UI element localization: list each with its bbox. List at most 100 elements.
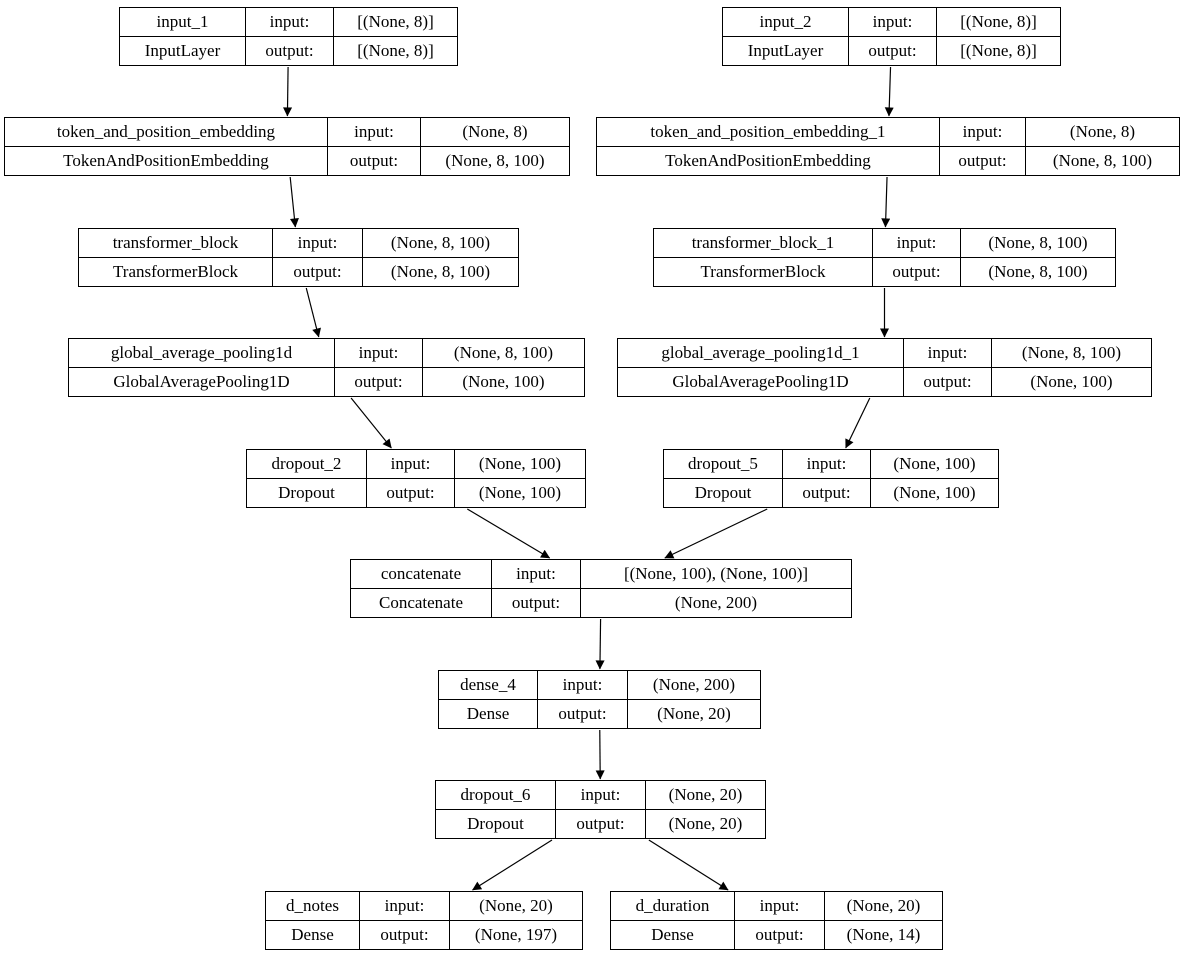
output-shape: (None, 8, 100) [420, 146, 569, 175]
output-shape: (None, 8, 100) [960, 257, 1115, 286]
output-shape: (None, 197) [449, 920, 582, 949]
input-shape: (None, 8, 100) [422, 339, 584, 367]
layer-node-input-2: input_2 input: [(None, 8)] InputLayer ou… [722, 7, 1061, 66]
output-shape: (None, 8, 100) [1025, 146, 1179, 175]
layer-node-dropout-2: dropout_2 input: (None, 100) Dropout out… [246, 449, 586, 508]
output-shape: (None, 100) [991, 367, 1151, 396]
output-shape: (None, 8, 100) [362, 257, 518, 286]
layer-name: input_1 [156, 12, 209, 31]
edge-arrow [881, 176, 891, 228]
layer-node-d-notes: d_notes input: (None, 20) Dense output: … [265, 891, 583, 950]
layer-node-token-and-position-embedding: token_and_position_embedding input: (Non… [4, 117, 570, 176]
output-shape: (None, 20) [645, 809, 765, 838]
layer-class: GlobalAveragePooling1D [618, 367, 903, 396]
input-label: input: [848, 8, 936, 36]
layer-name: input_2 [759, 12, 812, 31]
input-shape: [(None, 8)] [333, 8, 457, 36]
layer-name: dense_4 [460, 675, 516, 694]
layer-name: transformer_block_1 [691, 233, 835, 252]
layer-name: d_duration [635, 896, 710, 915]
output-label: output: [734, 920, 824, 949]
input-label: input: [939, 118, 1025, 146]
input-shape: (None, 100) [870, 450, 998, 478]
layer-node-input-1: input_1 input: [(None, 8)] InputLayer ou… [119, 7, 458, 66]
layer-class: InputLayer [120, 36, 245, 65]
input-label: input: [359, 892, 449, 920]
layer-name: concatenate [380, 564, 462, 583]
edge-arrow [884, 66, 894, 117]
layer-node-dropout-6: dropout_6 input: (None, 20) Dropout outp… [435, 780, 766, 839]
layer-class: TransformerBlock [79, 257, 272, 286]
input-shape: (None, 8, 100) [960, 229, 1115, 257]
output-label: output: [903, 367, 991, 396]
input-label: input: [537, 671, 627, 699]
layer-class: Dense [611, 920, 734, 949]
output-shape: (None, 100) [422, 367, 584, 396]
output-label: output: [537, 699, 627, 728]
input-label: input: [334, 339, 422, 367]
layer-name: token_and_position_embedding_1 [650, 122, 886, 141]
output-label: output: [491, 588, 580, 617]
layer-class: Dropout [247, 478, 366, 507]
input-label: input: [366, 450, 454, 478]
edge-arrow [350, 397, 392, 449]
input-label: input: [734, 892, 824, 920]
layer-node-d-duration: d_duration input: (None, 20) Dense outpu… [610, 891, 943, 950]
input-label: input: [245, 8, 333, 36]
output-shape: [(None, 8)] [333, 36, 457, 65]
input-shape: (None, 20) [824, 892, 942, 920]
layer-name: dropout_6 [460, 785, 531, 804]
layer-class: Concatenate [351, 588, 491, 617]
input-shape: (None, 20) [645, 781, 765, 809]
layer-class: Dense [439, 699, 537, 728]
input-shape: (None, 200) [627, 671, 760, 699]
layer-class: InputLayer [723, 36, 848, 65]
edge-arrow [305, 287, 321, 338]
input-shape: [(None, 8)] [936, 8, 1060, 36]
input-shape: (None, 8) [1025, 118, 1179, 146]
output-label: output: [359, 920, 449, 949]
edge-arrow [648, 839, 729, 891]
layer-node-global-average-pooling1d: global_average_pooling1d input: (None, 8… [68, 338, 585, 397]
layer-class: GlobalAveragePooling1D [69, 367, 334, 396]
input-label: input: [903, 339, 991, 367]
input-label: input: [272, 229, 362, 257]
input-label: input: [327, 118, 420, 146]
layer-node-transformer-block: transformer_block input: (None, 8, 100) … [78, 228, 519, 287]
output-label: output: [366, 478, 454, 507]
edge-arrow [466, 508, 551, 559]
edge-arrow [595, 618, 605, 670]
layer-name: dropout_2 [271, 454, 342, 473]
output-label: output: [782, 478, 870, 507]
edge-arrow [472, 839, 553, 891]
output-label: output: [334, 367, 422, 396]
layer-node-transformer-block-1: transformer_block_1 input: (None, 8, 100… [653, 228, 1116, 287]
layer-class: Dropout [664, 478, 782, 507]
output-label: output: [872, 257, 960, 286]
layer-name: global_average_pooling1d [110, 343, 293, 362]
edge-arrow [289, 176, 299, 228]
edge-arrow [664, 508, 768, 559]
input-label: input: [872, 229, 960, 257]
layer-class: TokenAndPositionEmbedding [5, 146, 327, 175]
output-shape: (None, 100) [870, 478, 998, 507]
output-shape: (None, 14) [824, 920, 942, 949]
output-label: output: [327, 146, 420, 175]
layer-name: token_and_position_embedding [56, 122, 276, 141]
input-shape: (None, 8, 100) [362, 229, 518, 257]
input-label: input: [782, 450, 870, 478]
output-label: output: [245, 36, 333, 65]
layer-name: dropout_5 [688, 454, 758, 473]
layer-node-token-and-position-embedding-1: token_and_position_embedding_1 input: (N… [596, 117, 1180, 176]
output-label: output: [272, 257, 362, 286]
layer-class: TransformerBlock [654, 257, 872, 286]
output-shape: (None, 100) [454, 478, 585, 507]
input-label: input: [555, 781, 645, 809]
layer-name: transformer_block [112, 233, 239, 252]
output-label: output: [555, 809, 645, 838]
layer-node-global-average-pooling1d-1: global_average_pooling1d_1 input: (None,… [617, 338, 1152, 397]
edge-arrow [283, 66, 293, 117]
input-shape: (None, 20) [449, 892, 582, 920]
layer-name: global_average_pooling1d_1 [661, 343, 860, 362]
